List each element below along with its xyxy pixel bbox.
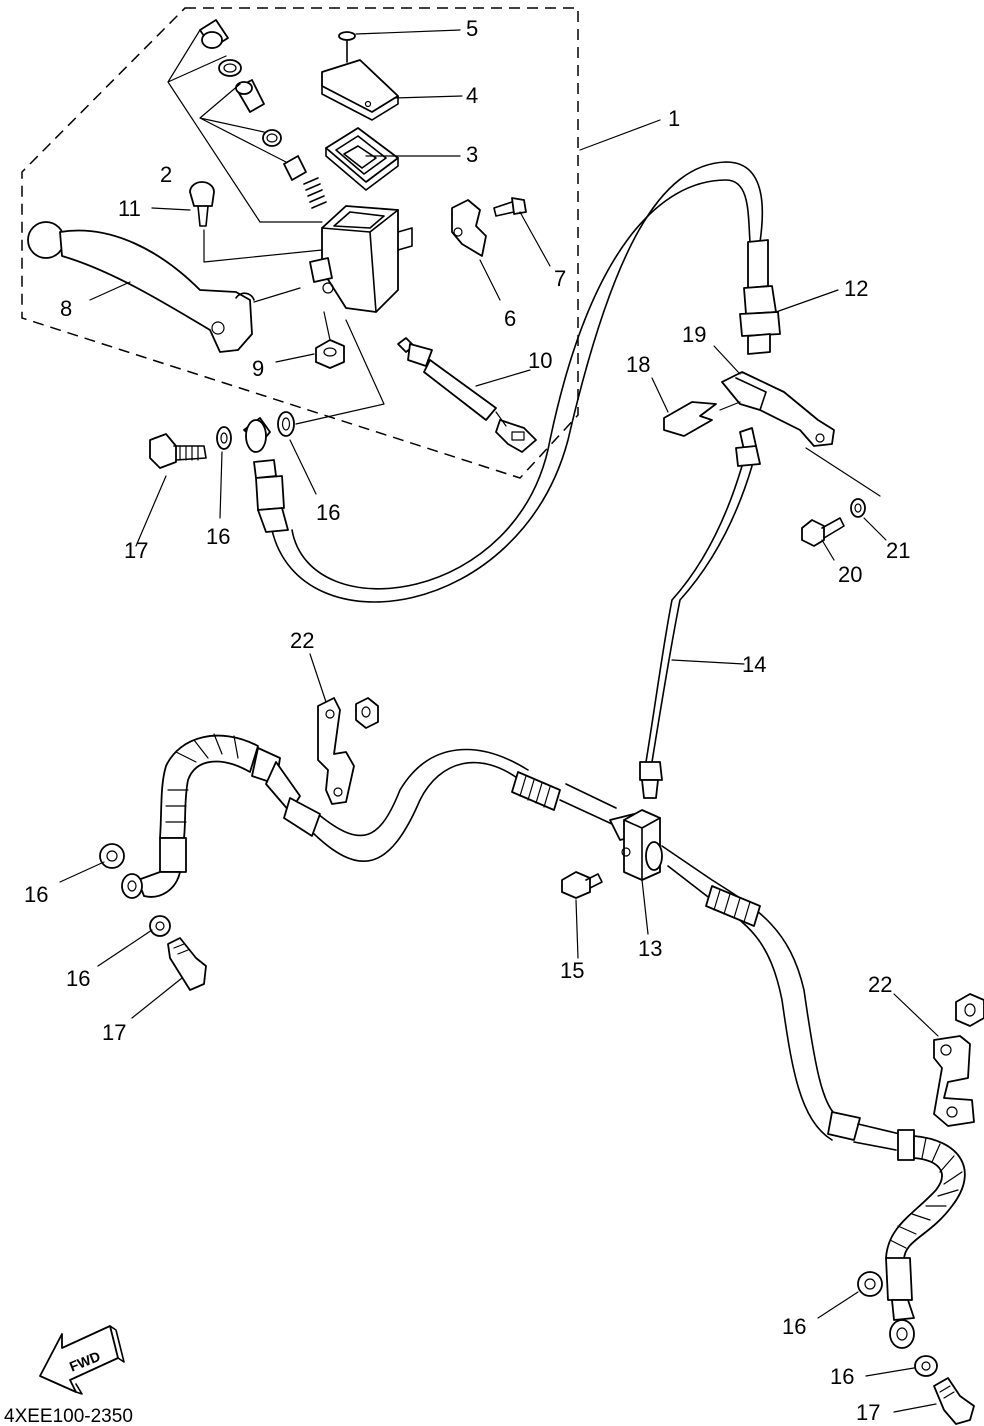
callout-21: 21 xyxy=(886,538,910,563)
callout-7: 7 xyxy=(554,266,566,291)
washer-part-21 xyxy=(850,498,866,518)
callout-16-e: 16 xyxy=(782,1314,806,1339)
callout-5: 5 xyxy=(466,16,478,41)
callout-9: 9 xyxy=(252,356,264,381)
callout-22-b: 22 xyxy=(868,972,892,997)
callout-17-c: 17 xyxy=(856,1400,880,1425)
nut-part-9 xyxy=(315,311,345,369)
reservoir-cap-part-4 xyxy=(321,59,399,121)
brake-switch-part-10 xyxy=(397,337,537,453)
holder-part-6 xyxy=(451,199,487,257)
pivot-pin-part-11 xyxy=(189,181,323,263)
master-cylinder-body xyxy=(309,205,413,313)
callout-17-a: 17 xyxy=(124,538,148,563)
brake-lever-part-8 xyxy=(27,221,301,353)
callout-11: 11 xyxy=(118,196,141,221)
brake-pipe-part-14 xyxy=(639,427,761,799)
assembly-boundary xyxy=(21,7,579,479)
diagram-code: 4XEE100-2350 xyxy=(4,1406,133,1426)
bracket-part-22-upper xyxy=(317,697,379,805)
bracket-part-22-right xyxy=(933,993,984,1127)
callout-6: 6 xyxy=(504,306,516,331)
callout-2: 2 xyxy=(160,162,172,187)
callout-20: 20 xyxy=(838,562,862,587)
callout-16-d: 16 xyxy=(66,966,90,991)
screw-part-5 xyxy=(338,31,356,63)
piston-kit-part-2 xyxy=(167,19,327,223)
callout-17-b: 17 xyxy=(102,1020,126,1045)
callout-22-a: 22 xyxy=(290,628,314,653)
bolt-part-20 xyxy=(801,517,845,547)
callout-3: 3 xyxy=(466,142,478,167)
lower-left-banjo-hardware xyxy=(99,843,207,991)
callout-14: 14 xyxy=(742,652,766,677)
callout-12: 12 xyxy=(844,276,868,301)
leader-lines xyxy=(59,29,939,1413)
lower-brake-hose xyxy=(121,733,966,1349)
callout-16-c: 16 xyxy=(24,882,48,907)
upper-brake-hose xyxy=(243,161,781,603)
bolt-part-15 xyxy=(561,871,603,899)
callout-4: 4 xyxy=(466,83,478,108)
callout-10: 10 xyxy=(528,348,552,373)
callout-8: 8 xyxy=(60,296,72,321)
lower-right-banjo-hardware xyxy=(857,1271,975,1425)
callout-16-f: 16 xyxy=(830,1364,854,1389)
master-cylinder-group xyxy=(27,19,537,453)
callout-15: 15 xyxy=(560,958,584,983)
callout-1: 1 xyxy=(668,106,680,131)
callout-19: 19 xyxy=(682,322,706,347)
bolt-part-7 xyxy=(493,197,527,217)
callout-numbers: 1 2 3 4 5 6 7 8 9 10 11 12 13 14 15 16 1… xyxy=(24,16,910,1425)
diaphragm-part-3 xyxy=(325,127,399,191)
callout-16-a: 16 xyxy=(206,524,230,549)
bracket-parts-18-19 xyxy=(663,371,881,497)
fwd-arrow-icon: FWD xyxy=(39,1325,125,1395)
upper-banjo-hardware xyxy=(149,411,295,469)
callout-16-b: 16 xyxy=(316,500,340,525)
callout-13: 13 xyxy=(638,936,662,961)
callout-18: 18 xyxy=(626,352,650,377)
